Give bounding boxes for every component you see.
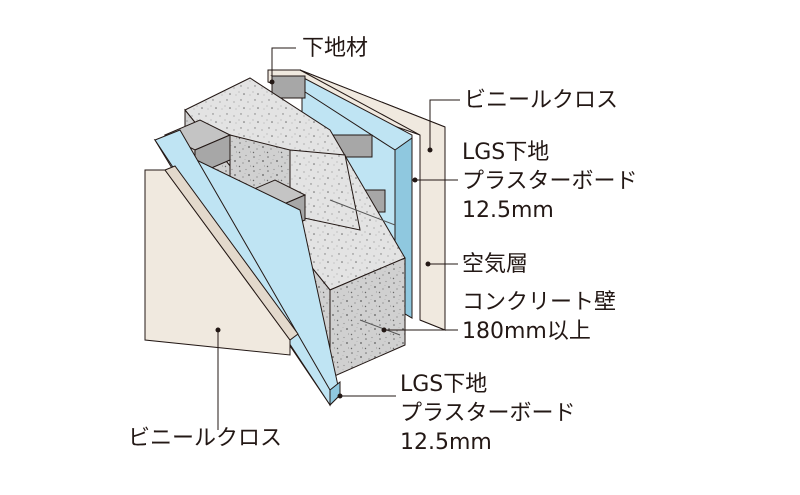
label-vinyl-cloth-right: ビニールクロス [464, 88, 619, 113]
label-lgs-board-right: LGS下地 プラスターボード 12.5mm [462, 140, 638, 223]
vinyl-cloth-front [144, 165, 299, 356]
label-concrete-wall: コンクリート壁 180mm以上 [462, 290, 617, 344]
label-air-layer: 空気層 [462, 252, 529, 277]
label-lgs-board-front: LGS下地 プラスターボード 12.5mm [400, 372, 576, 455]
leader-base-material [271, 47, 296, 82]
leader-vinyl-right [429, 99, 460, 150]
label-vinyl-cloth-left: ビニールクロス [128, 426, 283, 451]
label-base-material: 下地材 [302, 36, 369, 61]
leader-lines [215, 47, 460, 430]
